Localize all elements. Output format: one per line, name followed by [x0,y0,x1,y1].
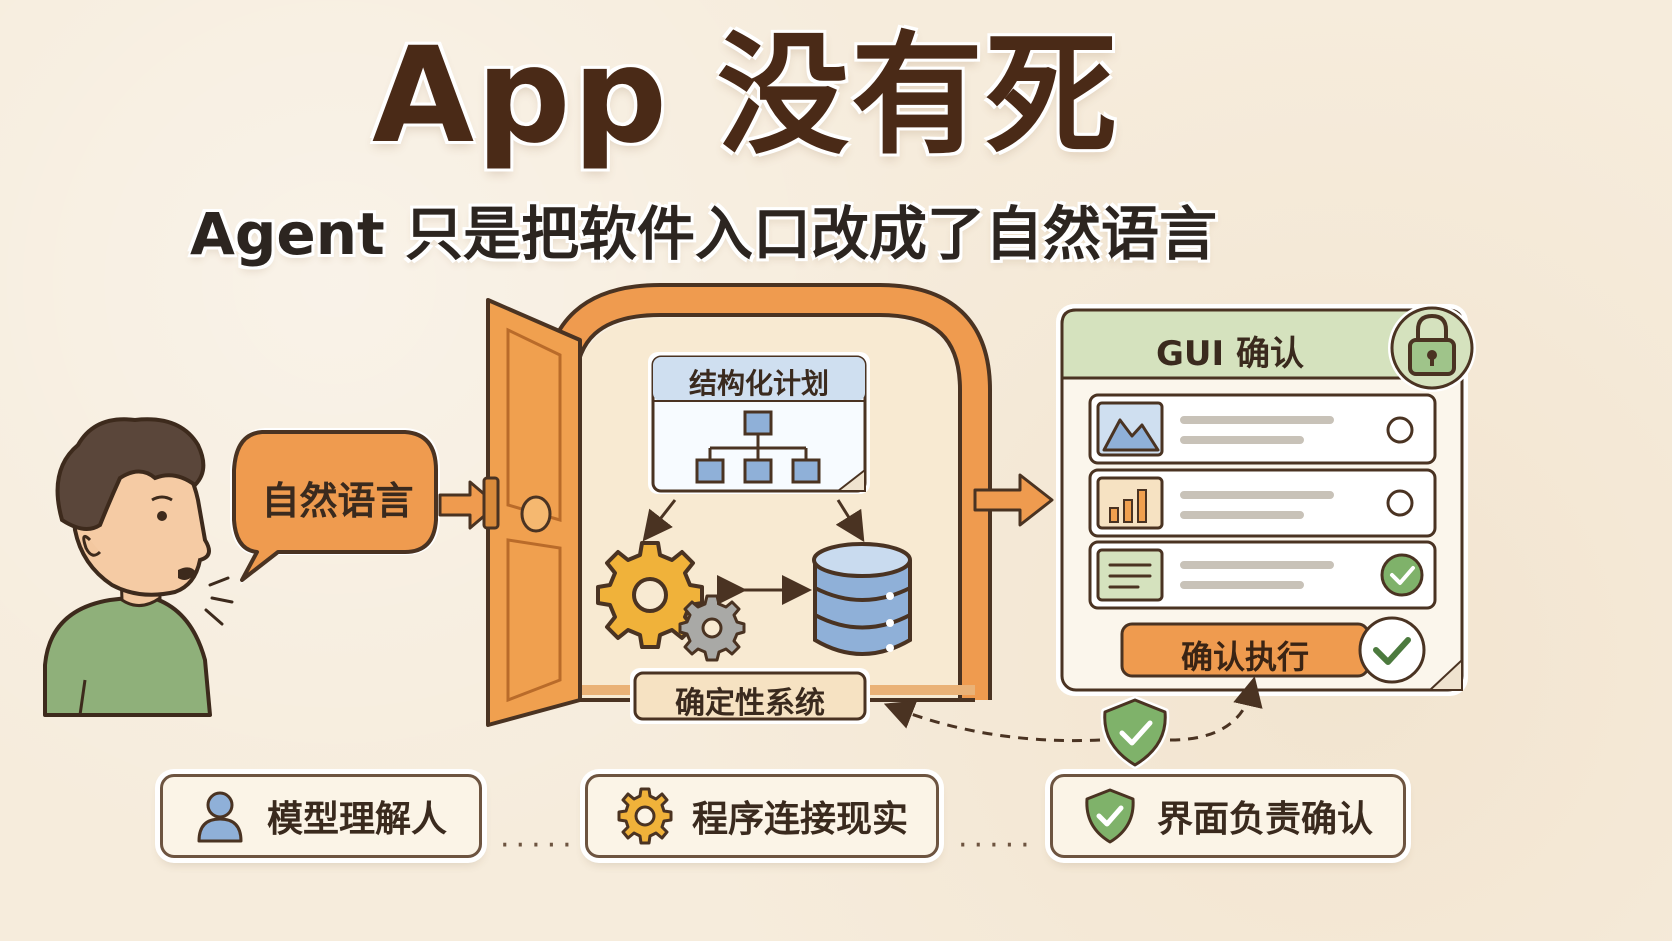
bottom-pill-interface: 界面负责确认 [1050,774,1406,858]
gui-panel-header: GUI 确认 [1155,334,1304,374]
arrow-to-gui [973,473,1054,527]
open-door [482,298,582,727]
shield-check-icon [1100,696,1170,769]
bottom-pill-model-label: 模型理解人 [267,799,448,840]
deterministic-badge [630,668,870,724]
bottom-pill-program: 程序连接现实 [585,774,939,858]
lock-icon [1388,304,1476,392]
person-illustration [43,417,234,717]
page-subtitle: Agent 只是把软件入口改成了自然语言 [190,200,1217,268]
shield-check-icon [1085,788,1135,844]
speech-bubble-label: 自然语言 [261,479,414,523]
plan-card [648,352,870,494]
bottom-pill-program-label: 程序连接现实 [692,799,909,840]
arrow-plan-to-gear [642,499,677,542]
bottom-pill-model: 模型理解人 [160,774,482,858]
bottom-pill-interface-label: 界面负责确认 [1157,799,1374,840]
user-icon [197,791,243,843]
dashed-forward-arrow [1169,676,1263,742]
small-gear-icon [678,594,746,662]
gear-icon [617,787,673,845]
arrow-plan-to-db [835,499,865,543]
gear-icon [596,541,704,649]
separator-dots-2: ····· [958,828,1036,863]
database-icon [812,542,912,656]
confirm-execute-button[interactable]: 确认执行 [1180,638,1309,676]
page-title: App 没有死 [372,19,1120,173]
dashed-return-arrow [883,700,1101,743]
speech-bubble [230,428,440,585]
plan-card-title: 结构化计划 [688,367,829,400]
deterministic-label: 确定性系统 [675,686,825,721]
separator-dots-1: ····· [500,828,578,863]
